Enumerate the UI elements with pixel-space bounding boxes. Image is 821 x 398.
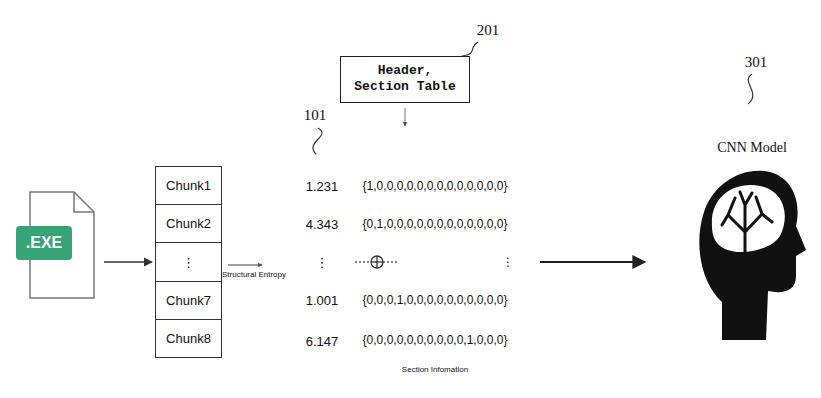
column-caption: Section Infomation [402, 365, 468, 374]
one-hot-vector: {0,0,0,0,0,0,0,0,0,0,1,0,0,0} [363, 333, 508, 347]
entropy-value: 1.001 [306, 293, 339, 308]
entropy-value: 1.231 [306, 179, 339, 194]
ellipsis: ⋮ [502, 255, 514, 269]
ellipsis: ⋮ [502, 255, 514, 269]
model-label: CNN Model [717, 140, 787, 156]
chunk-box: Chunk1 [155, 166, 222, 205]
leader-line [748, 74, 753, 104]
down-arrow [405, 108, 406, 126]
one-hot-vector: {0,0,0,0,0,0,0,0,0,0,1,0,0,0} [363, 333, 508, 347]
callout-number: 101 [304, 107, 327, 124]
column-caption: Section Infomation [402, 365, 468, 374]
one-hot-vector: {0,0,0,1,0,0,0,0,0,0,0,0,0,0} [363, 293, 508, 307]
arrow-label: Structural Entropy [222, 270, 286, 279]
main-arrow [540, 261, 645, 263]
callout-number: 201 [477, 22, 500, 39]
one-hot-vector: {0,0,0,1,0,0,0,0,0,0,0,0,0,0} [363, 293, 508, 307]
chunk-box: Chunk2 [155, 204, 222, 243]
connector-arrow [104, 261, 152, 262]
node-text: Chunk8 [166, 331, 211, 346]
leader-line [313, 128, 322, 154]
entropy-value: 4.343 [306, 217, 339, 232]
entropy-value: 4.343 [306, 217, 339, 232]
ellipsis: ⋮ [316, 255, 329, 270]
concat-symbol [376, 256, 377, 268]
one-hot-vector: {1,0,0,0,0,0,0,0,0,0,0,0,0,0} [363, 179, 508, 193]
node-text: ⋮ [182, 255, 195, 270]
node-text: Chunk2 [166, 216, 211, 231]
arrow-label: Structural Entropy [222, 270, 286, 279]
one-hot-vector: {1,0,0,0,0,0,0,0,0,0,0,0,0,0} [363, 179, 508, 193]
callout-number: 301 [745, 54, 768, 70]
node-text: Chunk1 [166, 178, 211, 193]
head-icon [699, 171, 806, 340]
header-box: Header, Section Table [340, 56, 470, 103]
entropy-value: 1.231 [306, 179, 339, 194]
entropy-value: 6.147 [306, 334, 339, 349]
callout-number: 101 [304, 107, 327, 123]
node-text: Header, Section Table [349, 63, 461, 96]
chunk-box: Chunk7 [155, 281, 222, 320]
brain-icon [722, 192, 772, 252]
brain-icon [712, 185, 785, 252]
chunk-box: ⋮ [155, 242, 222, 282]
entropy-value: 6.147 [306, 334, 339, 349]
callout-number: 301 [745, 54, 768, 71]
chunk-box: Chunk8 [155, 319, 222, 358]
node-text: .EXE [16, 226, 72, 260]
one-hot-vector: {0,1,0,0,0,0,0,0,0,0,0,0,0,0} [363, 217, 508, 231]
concat-symbol [371, 256, 383, 268]
model-label: CNN Model [717, 140, 787, 155]
entropy-value: 1.001 [306, 293, 339, 308]
ellipsis: ⋮ [316, 255, 329, 270]
entropy-arrow [228, 265, 262, 266]
one-hot-vector: {0,1,0,0,0,0,0,0,0,0,0,0,0,0} [363, 217, 508, 231]
callout-number: 201 [477, 22, 500, 38]
file-icon: .EXE [14, 190, 98, 300]
node-text: Chunk7 [166, 293, 211, 308]
leader-line [462, 42, 478, 56]
